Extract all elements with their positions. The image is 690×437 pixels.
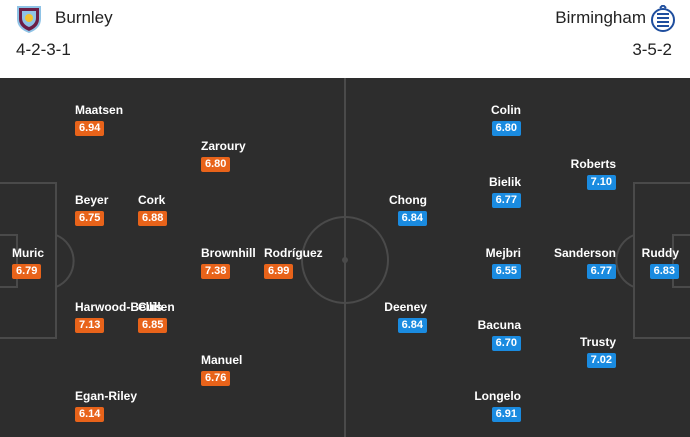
player-name: Maatsen — [75, 103, 124, 117]
player-name: Bacuna — [477, 318, 521, 332]
player-name: Trusty — [579, 335, 616, 349]
player-rating: 6.75 — [75, 211, 105, 226]
pitch: Maatsen 6.94 Zaroury 6.80 Beyer 6.75 Cor… — [0, 78, 690, 437]
away-team-name[interactable]: Birmingham — [555, 8, 646, 27]
player-rating: 7.13 — [75, 318, 105, 333]
player-name: Roberts — [570, 157, 616, 171]
player-rating: 6.84 — [397, 318, 427, 333]
player-name: Mejbri — [485, 246, 521, 260]
away-player-7[interactable]: Ruddy 6.83 — [569, 246, 679, 286]
player-rating: 6.55 — [491, 264, 521, 279]
player-name: Ruddy — [641, 246, 679, 260]
home-player-4[interactable]: Cork 6.88 — [138, 193, 248, 233]
player-name: Cork — [138, 193, 166, 207]
home-player-9[interactable]: Cullen 6.85 — [138, 300, 248, 340]
birmingham-crest-icon[interactable] — [651, 3, 675, 40]
player-rating: 6.77 — [491, 193, 521, 208]
player-rating: 6.76 — [201, 371, 231, 386]
home-player-6[interactable]: Brownhill 7.38 — [201, 246, 311, 286]
player-name: Brownhill — [201, 246, 256, 260]
player-name: Manuel — [201, 353, 243, 367]
player-rating: 6.79 — [12, 264, 42, 279]
player-name: Egan-Riley — [75, 389, 138, 403]
away-player-4[interactable]: Chong 6.84 — [317, 193, 427, 233]
player-rating: 7.38 — [201, 264, 231, 279]
player-rating: 6.14 — [75, 407, 105, 422]
player-name: Deeney — [384, 300, 427, 314]
away-player-6[interactable]: Sanderson 6.77 — [506, 246, 616, 286]
player-name: Sanderson — [553, 246, 616, 260]
home-player-10[interactable]: Manuel 6.76 — [201, 353, 311, 393]
player-rating: 6.80 — [491, 121, 521, 136]
player-name: Longelo — [474, 389, 521, 403]
away-player-2[interactable]: Roberts 7.10 — [506, 157, 616, 197]
player-name: Bielik — [488, 175, 521, 189]
away-player-1[interactable]: Colin 6.80 — [411, 103, 521, 143]
home-player-11[interactable]: Egan-Riley 6.14 — [75, 389, 185, 429]
player-rating: 6.80 — [201, 157, 231, 172]
player-rating: 7.02 — [586, 353, 616, 368]
player-name: Cullen — [138, 300, 175, 314]
home-player-2[interactable]: Zaroury 6.80 — [201, 139, 311, 179]
player-rating: 6.94 — [75, 121, 105, 136]
away-player-9[interactable]: Bacuna 6.70 — [411, 318, 521, 358]
player-rating: 6.88 — [138, 211, 168, 226]
player-rating: 7.10 — [586, 175, 616, 190]
player-rating: 6.91 — [491, 407, 521, 422]
pitch-lines — [0, 78, 690, 437]
home-player-8[interactable]: Harwood-Bellis 7.13 — [75, 300, 185, 340]
burnley-crest-icon[interactable] — [16, 5, 42, 38]
away-player-8[interactable]: Deeney 6.84 — [317, 300, 427, 340]
player-name: Colin — [491, 103, 521, 117]
away-player-5[interactable]: Mejbri 6.55 — [411, 246, 521, 286]
player-rating: 6.70 — [491, 336, 521, 351]
away-formation: 3-5-2 — [632, 40, 672, 59]
player-name: Harwood-Bellis — [75, 300, 163, 314]
away-player-10[interactable]: Trusty 7.02 — [506, 335, 616, 375]
away-player-3[interactable]: Bielik 6.77 — [411, 175, 521, 215]
player-name: Beyer — [75, 193, 109, 207]
home-formation: 4-2-3-1 — [16, 40, 71, 59]
player-rating: 6.99 — [264, 264, 294, 279]
away-player-11[interactable]: Longelo 6.91 — [411, 389, 521, 429]
player-name: Rodríguez — [264, 246, 323, 260]
player-name: Muric — [12, 246, 45, 260]
home-team-name[interactable]: Burnley — [55, 8, 113, 27]
home-player-1[interactable]: Maatsen 6.94 — [75, 103, 185, 143]
player-rating: 6.83 — [649, 264, 679, 279]
player-rating: 6.84 — [397, 211, 427, 226]
home-player-3[interactable]: Beyer 6.75 — [75, 193, 185, 233]
match-header: Burnley 4-2-3-1 Birmingham 3-5-2 — [0, 0, 690, 78]
player-rating: 6.85 — [138, 318, 168, 333]
player-name: Zaroury — [201, 139, 246, 153]
player-rating: 6.77 — [586, 264, 616, 279]
home-player-5[interactable]: Muric 6.79 — [12, 246, 122, 286]
player-name: Chong — [389, 193, 427, 207]
home-player-7[interactable]: Rodríguez 6.99 — [264, 246, 374, 286]
